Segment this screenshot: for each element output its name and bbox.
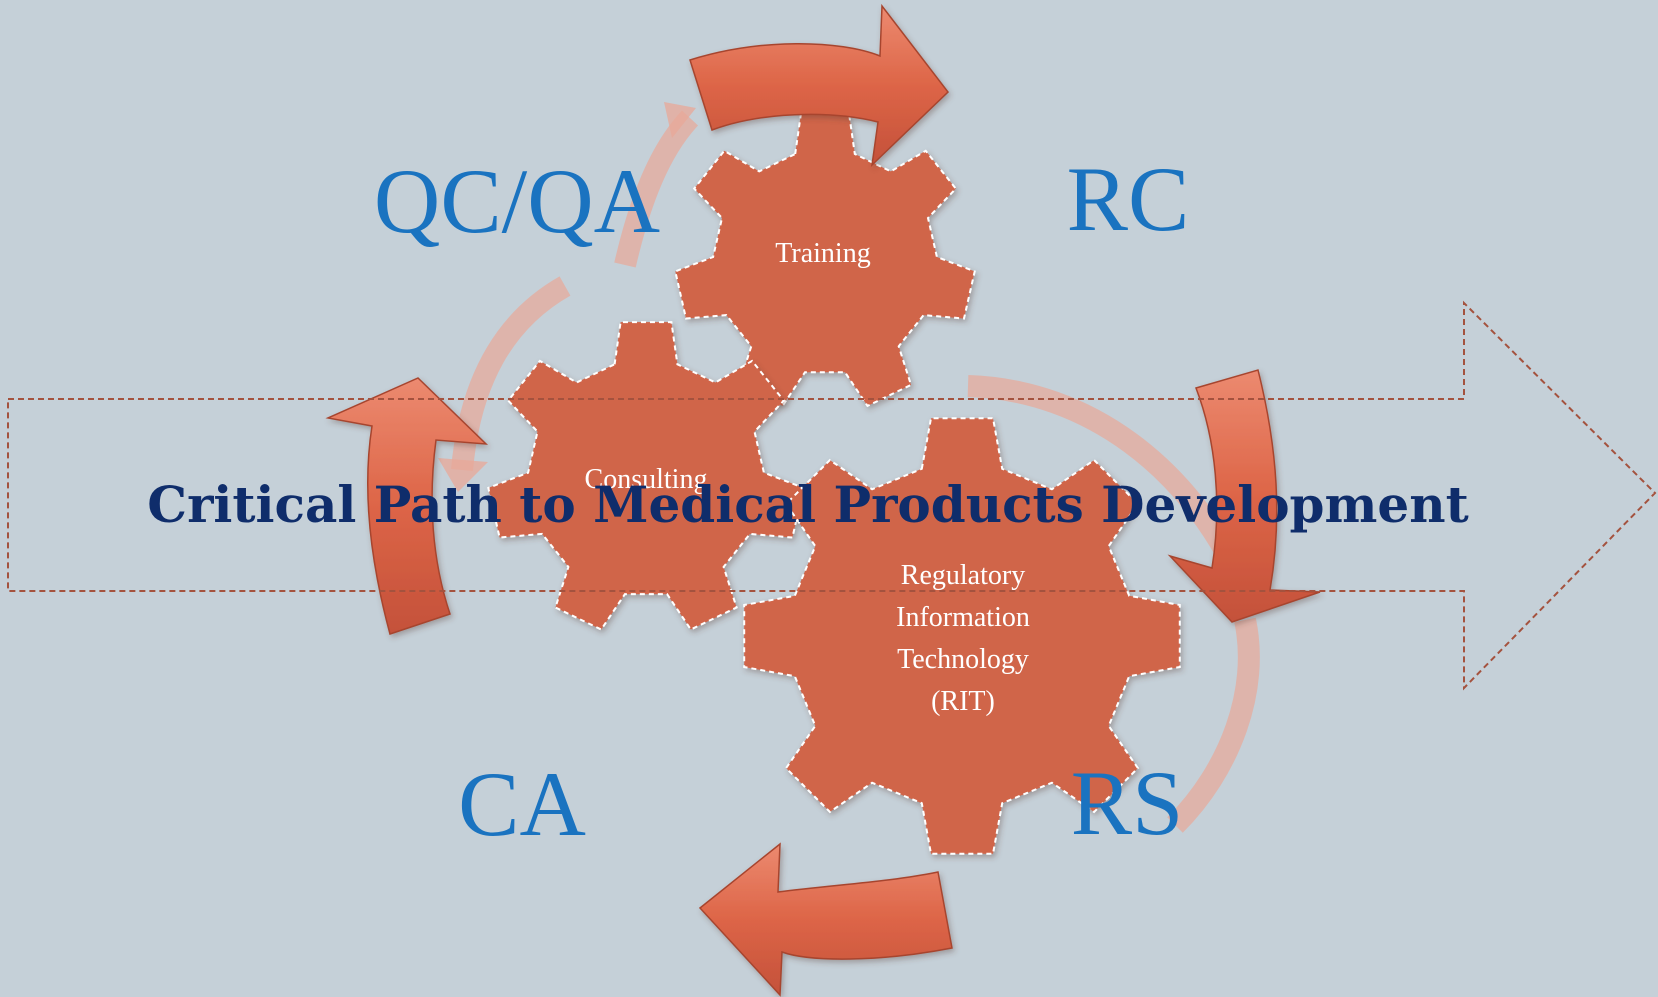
cycle-arrows xyxy=(325,3,1321,997)
banner-title: Critical Path to Medical Products Develo… xyxy=(147,475,1468,534)
arrow-top-right xyxy=(689,3,950,168)
gear-training xyxy=(674,113,976,408)
gear-label-training: Training xyxy=(775,238,870,269)
critical-path-banner-arrow xyxy=(7,300,1657,691)
arrow-bottom-left xyxy=(698,842,953,997)
gear-label-rit-line2: Information xyxy=(896,602,1030,633)
gear-rit xyxy=(743,417,1181,855)
corner-label-rc: RC xyxy=(1067,148,1190,250)
ring-arrowhead-top xyxy=(664,102,696,138)
corner-label-ca: CA xyxy=(458,753,586,855)
gear-consulting xyxy=(487,321,805,631)
arrow-left-up xyxy=(325,377,489,635)
corner-label-qcqa: QC/QA xyxy=(374,150,660,252)
gear-label-rit-line1: Regulatory xyxy=(901,560,1025,591)
ring-arc-lower-right xyxy=(1167,617,1260,833)
gear-label-consulting: Consulting xyxy=(585,464,708,495)
ring-arrowhead-left xyxy=(438,458,488,492)
ring-arc-top xyxy=(614,110,699,268)
corner-label-rs: RS xyxy=(1071,752,1184,854)
gear-label-rit-line4: (RIT) xyxy=(931,686,995,717)
gear-label-rit-line3: Technology xyxy=(897,644,1029,675)
